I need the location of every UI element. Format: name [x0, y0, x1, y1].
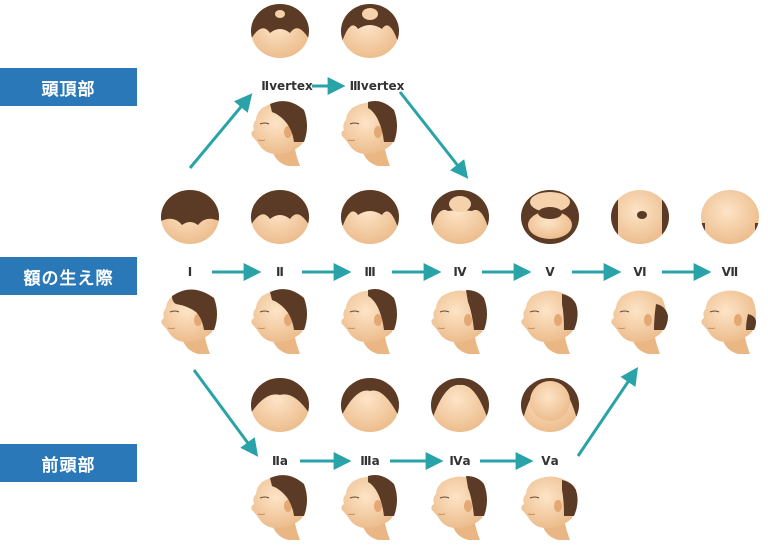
top-view-head-a2 — [251, 378, 309, 432]
stage-label-5a: Ⅴa — [541, 454, 559, 468]
stage-label-v3: Ⅲvertex — [349, 79, 405, 93]
side-view-head-a4 — [431, 476, 487, 540]
arrow-v3-to-4 — [398, 91, 469, 179]
row-label-vertex: 頭頂部 — [0, 68, 137, 106]
stage-label-5: Ⅴ — [545, 265, 555, 279]
top-view-head-a3 — [341, 378, 399, 432]
side-view-head-v3 — [341, 101, 397, 166]
side-view-head-3 — [341, 289, 397, 354]
top-view-head-5 — [521, 190, 579, 244]
side-view-head-6 — [611, 290, 668, 354]
side-view-head-2 — [251, 289, 307, 354]
arrow-to-2a — [192, 369, 259, 457]
top-view-head-2 — [251, 190, 309, 244]
arrow-5a-to-6 — [576, 367, 639, 457]
stage-label-v2: Ⅱvertex — [261, 79, 313, 93]
top-view-head-4 — [431, 190, 489, 244]
side-view-head-4 — [431, 290, 487, 354]
top-view-head-3 — [341, 190, 399, 244]
top-view-head-a5 — [521, 378, 579, 432]
top-view-head-v2 — [251, 4, 309, 58]
progression-arrows — [188, 77, 712, 470]
side-view-head-7 — [701, 290, 756, 354]
top-view-head-7 — [701, 190, 759, 244]
top-view-head-1 — [161, 190, 219, 244]
stage-label-1: Ⅰ — [187, 265, 193, 279]
side-view-head-v2 — [251, 101, 307, 166]
top-view-head-6 — [611, 190, 669, 244]
stage-label-4: Ⅳ — [453, 265, 467, 279]
stage-label-3a: Ⅲa — [360, 454, 380, 468]
side-view-head-1 — [161, 289, 217, 354]
side-view-head-a3 — [341, 475, 397, 540]
top-view-head-v3 — [341, 4, 399, 58]
row-label-front: 前頭部 — [0, 444, 137, 482]
stage-label-4a: Ⅳa — [449, 454, 471, 468]
arrow-to-v2 — [188, 93, 253, 169]
top-view-head-a4 — [431, 378, 489, 432]
stage-label-7: Ⅶ — [721, 265, 739, 279]
stage-label-2: Ⅱ — [276, 265, 284, 279]
stage-label-2a: Ⅱa — [271, 454, 288, 468]
stage-label-6: Ⅵ — [633, 265, 647, 279]
stage-label-3: Ⅲ — [364, 265, 376, 279]
side-view-head-a5 — [521, 476, 578, 540]
side-view-head-a2 — [251, 475, 307, 540]
side-view-head-5 — [521, 290, 578, 354]
row-label-hairline: 額の生え際 — [0, 257, 137, 295]
